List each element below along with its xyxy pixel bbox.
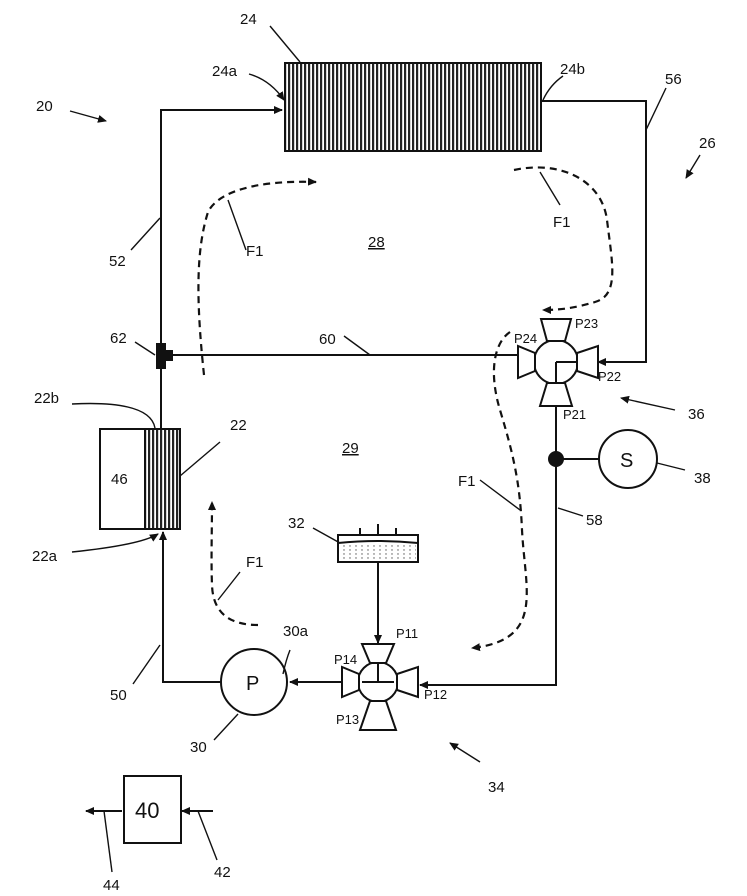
port-p21: P21 [563, 407, 586, 422]
port-p24: P24 [514, 331, 537, 346]
flow-path-right [472, 332, 527, 648]
label-36: 36 [688, 406, 705, 423]
pump-symbol: P [246, 673, 259, 695]
flow-label-1: F1 [246, 243, 264, 260]
label-42: 42 [214, 864, 231, 881]
label-22a: 22a [32, 548, 58, 565]
label-34: 34 [488, 779, 505, 796]
label-38: 38 [694, 470, 711, 487]
label-29: 29 [342, 440, 359, 457]
pipe-line-58 [420, 404, 556, 685]
label-30: 30 [190, 739, 207, 756]
heat-exchanger [145, 429, 180, 529]
label-22: 22 [230, 417, 247, 434]
label-30a: 30a [283, 623, 309, 640]
label-24b: 24b [560, 61, 585, 78]
sensor-symbol: S [620, 450, 633, 472]
port-p11: P11 [396, 626, 418, 641]
flow-label-3: F1 [458, 473, 476, 490]
label-32: 32 [288, 515, 305, 532]
sensor-junction [548, 451, 564, 467]
controller-label-40: 40 [135, 798, 159, 823]
label-60: 60 [319, 331, 336, 348]
flow-lines [198, 167, 612, 648]
radiator [285, 63, 541, 151]
flow-path-top-left [198, 182, 316, 375]
pipe-line-52 [161, 110, 282, 428]
label-26: 26 [699, 135, 716, 152]
reservoir [338, 524, 418, 562]
label-58: 58 [586, 512, 603, 529]
label-56: 56 [665, 71, 682, 88]
port-p23: P23 [575, 316, 598, 331]
port-p12: P12 [424, 687, 447, 702]
label-62: 62 [110, 330, 127, 347]
label-46: 46 [111, 471, 128, 488]
flow-label-2: F1 [553, 214, 571, 231]
port-p22: P22 [598, 369, 621, 384]
label-22b: 22b [34, 390, 59, 407]
label-52: 52 [109, 253, 126, 270]
label-28: 28 [368, 234, 385, 251]
port-p14: P14 [334, 652, 357, 667]
label-20: 20 [36, 98, 53, 115]
label-50: 50 [110, 687, 127, 704]
port-p13: P13 [336, 712, 359, 727]
flow-path-top-right [514, 167, 612, 310]
label-44: 44 [103, 877, 120, 894]
tee-fitting [156, 343, 173, 369]
label-24: 24 [240, 11, 257, 28]
flow-label-4: F1 [246, 554, 264, 571]
label-24a: 24a [212, 63, 238, 80]
